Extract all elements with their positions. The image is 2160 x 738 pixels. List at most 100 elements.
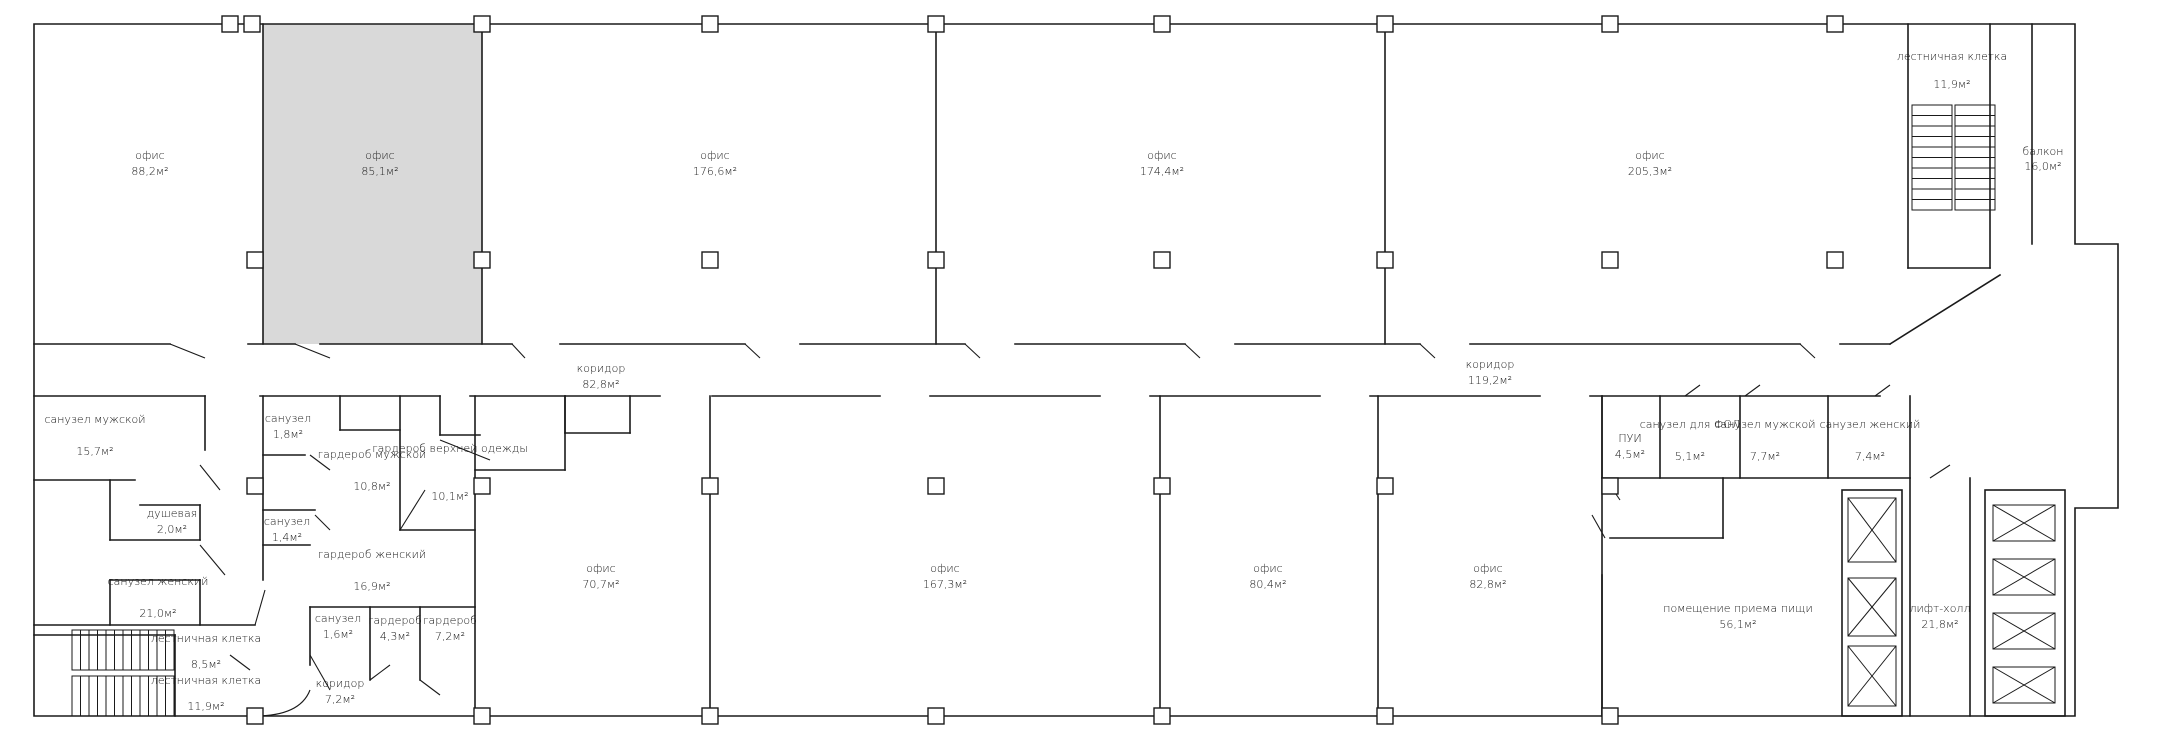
column: [221, 15, 239, 33]
column: [1376, 707, 1394, 725]
room-name: офис: [1473, 562, 1502, 575]
room-name: офис: [930, 562, 959, 575]
column: [473, 477, 491, 495]
room-name: гардероб верхней одежды: [372, 442, 528, 455]
room-area: 4,5м²: [1615, 448, 1645, 461]
column: [1153, 251, 1171, 269]
room-name: лестничная клетка: [151, 674, 261, 687]
room-area: 11,9м²: [187, 700, 224, 713]
room-area: 205,3м²: [1628, 165, 1672, 178]
column: [1153, 707, 1171, 725]
column: [927, 477, 945, 495]
room-area: 70,7м²: [582, 578, 619, 591]
column: [701, 15, 719, 33]
room-area: 7,2м²: [435, 630, 465, 643]
room-name: офис: [1147, 149, 1176, 162]
room-area: 88,2м²: [131, 165, 168, 178]
selected-office-fill: [263, 24, 482, 344]
room-area: 2,0м²: [157, 523, 187, 536]
room-name: офис: [1635, 149, 1664, 162]
column: [927, 707, 945, 725]
room-area: 119,2м²: [1468, 374, 1512, 387]
column: [701, 477, 719, 495]
room-area: 7,4м²: [1855, 450, 1885, 463]
column: [246, 251, 264, 269]
room-area: 1,4м²: [272, 531, 302, 544]
column: [243, 15, 261, 33]
column: [1601, 477, 1619, 495]
column: [1601, 251, 1619, 269]
room-name: санузел: [315, 612, 361, 625]
room-area: 176,6м²: [693, 165, 737, 178]
room-name: гардероб: [423, 614, 477, 627]
column: [927, 15, 945, 33]
column: [1376, 477, 1394, 495]
room-name: офис: [1253, 562, 1282, 575]
room-area: 15,7м²: [76, 445, 113, 458]
room-name: санузел: [264, 515, 310, 528]
room-area: 7,7м²: [1750, 450, 1780, 463]
room-name: ПУИ: [1618, 432, 1641, 445]
room-area: 21,0м²: [139, 607, 176, 620]
room-area: 5,1м²: [1675, 450, 1705, 463]
room-name: санузел для ФОЛ: [1640, 418, 1741, 431]
room-name: коридор: [577, 362, 626, 375]
room-area: 10,8м²: [353, 480, 390, 493]
column: [473, 707, 491, 725]
stairs: [71, 104, 1996, 717]
room-name: лестничная клетка: [151, 632, 261, 645]
column: [1376, 251, 1394, 269]
room-area: 10,1м²: [431, 490, 468, 503]
room-name: офис: [700, 149, 729, 162]
column: [1153, 15, 1171, 33]
room-area: 56,1м²: [1719, 618, 1756, 631]
room-area: 11,9м²: [1933, 78, 1970, 91]
room-name: гардероб мужской: [318, 448, 427, 461]
column: [1601, 707, 1619, 725]
room-area: 80,4м²: [1249, 578, 1286, 591]
room-name: душевая: [147, 507, 198, 520]
column: [246, 477, 264, 495]
room-name: санузел мужской: [1714, 418, 1815, 431]
elevator-shafts: [1847, 497, 2056, 707]
room-name: коридор: [316, 677, 365, 690]
room-name: гардероб женский: [318, 548, 426, 561]
walls: [33, 23, 2119, 717]
room-name: лифт-холл: [1910, 602, 1971, 615]
column: [927, 251, 945, 269]
room-name: офис: [586, 562, 615, 575]
room-area: 8,5м²: [191, 658, 221, 671]
room-name: санузел мужской: [44, 413, 145, 426]
room-area: 4,3м²: [380, 630, 410, 643]
room-name: лестничная клетка: [1897, 50, 2007, 63]
room-labels: офис 88,2м² офис 85,1м² офис 176,6м² офи…: [44, 50, 2063, 713]
room-area: 174,4м²: [1140, 165, 1184, 178]
room-area: 7,2м²: [325, 693, 355, 706]
column: [701, 707, 719, 725]
room-area: 1,8м²: [273, 428, 303, 441]
room-area: 1,6м²: [323, 628, 353, 641]
room-name: офис: [135, 149, 164, 162]
room-area: 16,0м²: [2024, 160, 2061, 173]
column: [1376, 15, 1394, 33]
columns: [221, 15, 1844, 725]
room-name: гардероб: [368, 614, 422, 627]
room-name: помещение приема пищи: [1663, 602, 1813, 615]
room-name: санузел: [265, 412, 311, 425]
column: [473, 15, 491, 33]
room-area: 21,8м²: [1921, 618, 1958, 631]
room-name: офис: [365, 149, 394, 162]
column: [1153, 477, 1171, 495]
room-area: 85,1м²: [361, 165, 398, 178]
room-area: 167,3м²: [923, 578, 967, 591]
room-area: 82,8м²: [1469, 578, 1506, 591]
room-name: санузел женский: [108, 575, 209, 588]
room-area: 82,8м²: [582, 378, 619, 391]
room-name: балкон: [2023, 145, 2064, 158]
column: [473, 251, 491, 269]
column: [701, 251, 719, 269]
room-name: коридор: [1466, 358, 1515, 371]
column: [246, 707, 264, 725]
column: [1601, 15, 1619, 33]
